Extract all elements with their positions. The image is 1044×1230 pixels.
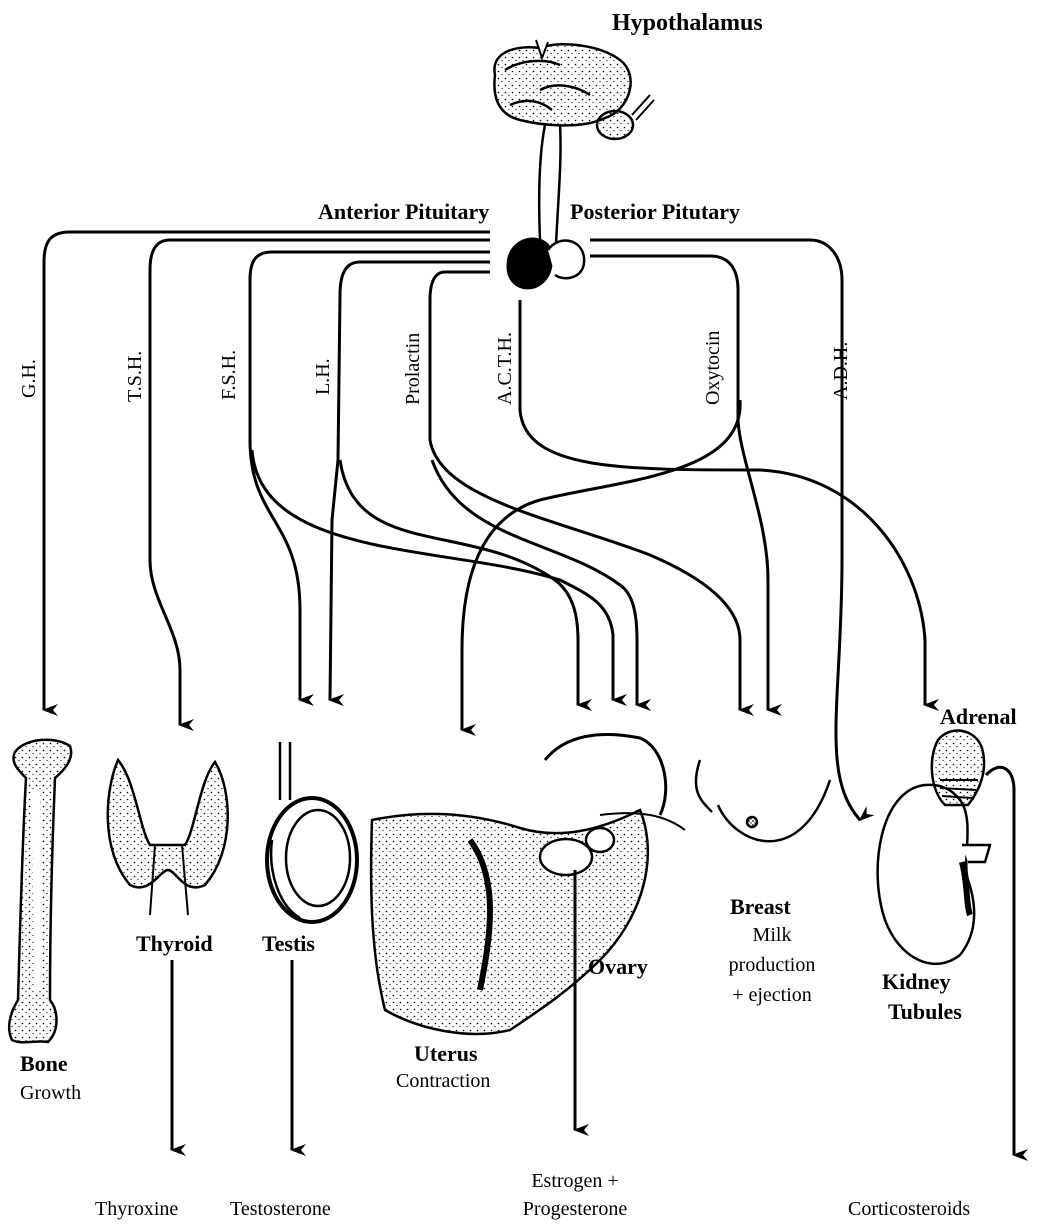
bone-effect-label: Growth	[20, 1082, 81, 1104]
anterior-pituitary-label: Anterior Pituitary	[318, 200, 489, 224]
oxytocin-label: Oxytocin	[702, 331, 725, 405]
bone-illustration	[9, 740, 71, 1043]
uterus-label: Uterus	[414, 1042, 478, 1066]
oxytocin-uterus-arrow	[462, 400, 740, 730]
tubules-label: Tubules	[888, 1000, 962, 1024]
breast-label: Breast	[730, 895, 791, 919]
estrogen-label: Estrogen +	[505, 1170, 645, 1192]
posterior-pituitary-label: Posterior Pitutary	[570, 200, 740, 224]
testis-illustration	[267, 742, 357, 922]
uterus-effect-label: Contraction	[396, 1070, 490, 1092]
lh-ovary-arrow	[340, 460, 578, 705]
thyroid-label: Thyroid	[136, 932, 213, 956]
pituitary-illustration	[508, 239, 584, 288]
lh-testis-arrow	[330, 262, 490, 700]
adrenal-label: Adrenal	[940, 705, 1017, 729]
kidney-illustration	[878, 785, 990, 964]
hypothalamus-label: Hypothalamus	[612, 10, 763, 36]
acth-label: A.C.T.H.	[494, 332, 517, 405]
progesterone-label: Progesterone	[500, 1198, 650, 1220]
lh-label: L.H.	[312, 358, 335, 395]
fsh-ovary-arrow	[252, 450, 613, 700]
testosterone-label: Testosterone	[230, 1198, 331, 1220]
uterus-illustration	[371, 734, 685, 1033]
corticosteroids-label: Corticosteroids	[848, 1198, 970, 1220]
corticosteroids-arrow	[986, 767, 1014, 1155]
gh-arrow	[44, 232, 490, 710]
breast-effect-line2: production	[702, 954, 842, 976]
kidney-label: Kidney	[882, 970, 950, 994]
testis-label: Testis	[262, 932, 315, 956]
gh-label: G.H.	[18, 359, 41, 398]
breast-effect-line1: Milk	[712, 924, 832, 946]
tsh-arrow	[150, 240, 490, 725]
tsh-label: T.S.H.	[124, 351, 147, 402]
adh-arrow	[590, 240, 860, 820]
fsh-label: F.S.H.	[218, 350, 241, 400]
bone-label: Bone	[20, 1052, 68, 1076]
thyroid-illustration	[108, 760, 228, 915]
thyroxine-label: Thyroxine	[95, 1198, 178, 1220]
ovary-label: Ovary	[588, 955, 648, 979]
adh-label: A.D.H.	[830, 342, 853, 400]
breast-illustration	[696, 760, 830, 841]
adrenal-illustration	[932, 731, 984, 805]
prolactin-label: Prolactin	[402, 333, 425, 405]
breast-effect-line3: + ejection	[702, 984, 842, 1006]
